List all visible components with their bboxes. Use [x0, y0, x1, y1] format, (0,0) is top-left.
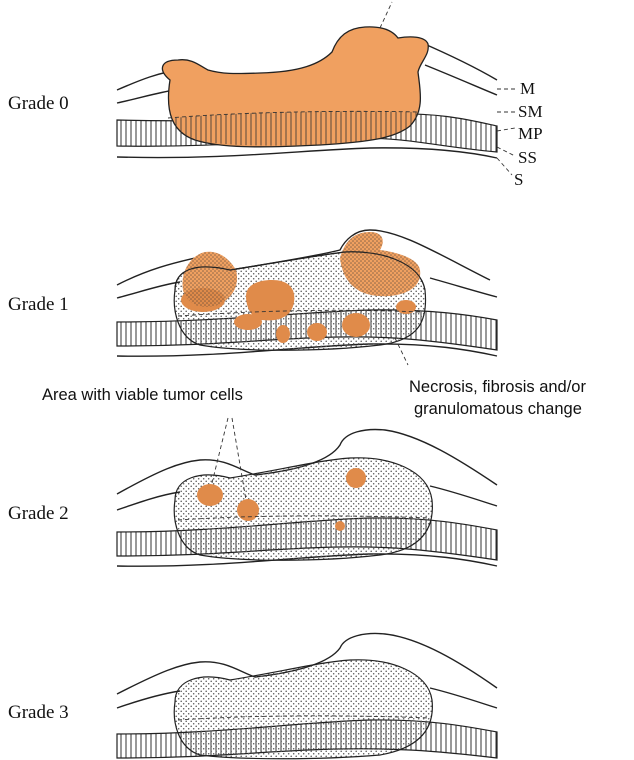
- grade-0-label: Grade 0: [8, 93, 69, 114]
- leader-mp: [497, 128, 515, 131]
- submucosa-line-right: [430, 486, 497, 506]
- grade-2-label: Grade 2: [8, 503, 69, 524]
- tumor-invading-muscle: [172, 111, 418, 145]
- layer-label-ss: SS: [518, 148, 537, 167]
- necrosis-label-line1: Necrosis, fibrosis and/or: [409, 378, 586, 396]
- layer-label-sm: SM: [518, 102, 543, 121]
- submucosa-line-right: [425, 65, 497, 95]
- submucosa-line-right: [430, 688, 497, 708]
- leader-s: [497, 158, 512, 175]
- viable-area-label: Area with viable tumor cells: [42, 386, 243, 404]
- layer-label-s: S: [514, 170, 523, 189]
- leader-ss: [497, 147, 515, 156]
- submucosa-line: [117, 691, 180, 708]
- submucosa-line: [117, 282, 180, 298]
- viable-leader-1: [212, 418, 228, 483]
- grade-1-label: Grade 1: [8, 294, 69, 315]
- submucosa-line-left: [117, 90, 175, 103]
- necrosis-label-line2: granulomatous change: [414, 400, 582, 418]
- serosa-line: [117, 148, 497, 158]
- regression-area: [174, 458, 432, 560]
- submucosa-line-right: [430, 278, 497, 297]
- grade-3-label: Grade 3: [8, 702, 69, 723]
- grade-1-panel: Grade 1 Necrosis, fibrosis and/or granul…: [8, 230, 586, 418]
- submucosa-line: [117, 492, 180, 510]
- layer-label-m: M: [520, 79, 535, 98]
- grade-2-panel: Grade 2: [8, 418, 497, 566]
- necrosis-leader: [395, 338, 408, 365]
- regression-area: [174, 660, 432, 759]
- grade-0-panel: Grade 0 M SM MP SS S: [8, 2, 543, 189]
- mucosa-line-right: [420, 42, 497, 80]
- grade-3-panel: Grade 3: [8, 634, 497, 759]
- layer-label-mp: MP: [518, 124, 543, 143]
